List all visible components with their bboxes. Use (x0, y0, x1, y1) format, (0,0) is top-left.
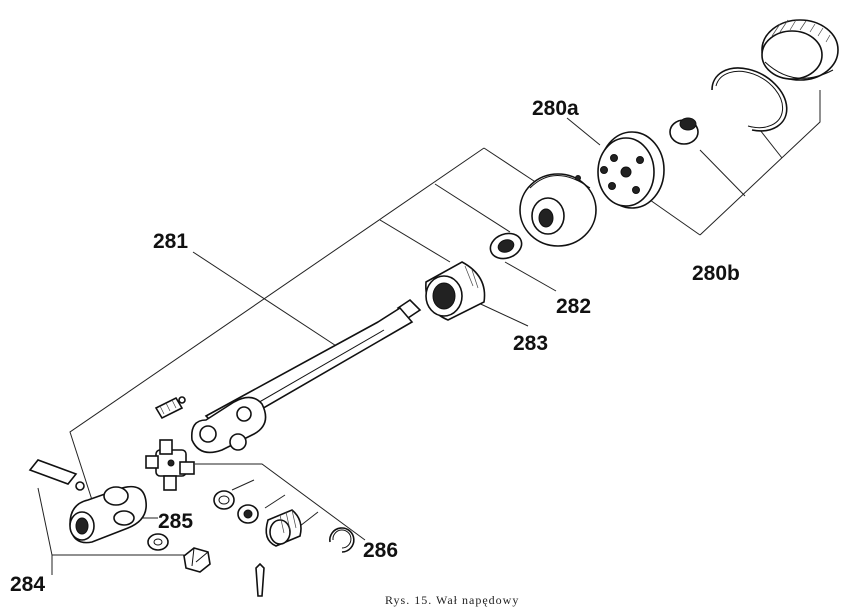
yoke-285 (69, 485, 147, 544)
snap-ring (711, 67, 788, 132)
leader-281-to-flange (483, 147, 541, 186)
main-shaft (190, 298, 422, 454)
leader-to-282 (434, 183, 511, 233)
label-285: 285 (158, 510, 193, 533)
leader-280b-b (699, 149, 746, 197)
part-labels: 280a 280b 281 282 283 284 285 286 (10, 97, 740, 596)
leader-286-c (264, 494, 286, 509)
bearing-set-286 (213, 490, 355, 553)
figure-caption: Rys. 15. Wał napędowy (385, 593, 519, 607)
leader-280b-a (699, 90, 821, 236)
leader-283 (471, 299, 529, 327)
leader-281-bracket-left (69, 147, 485, 501)
leader-286-main (195, 463, 366, 541)
leader-281-shaft (192, 251, 351, 356)
leader-282 (504, 261, 557, 292)
label-284: 284 (10, 573, 45, 596)
leader-284-a (37, 487, 53, 568)
leader-lines (37, 90, 821, 575)
leader-280a (566, 117, 601, 146)
pin-284 (28, 459, 85, 491)
washer-left (147, 533, 169, 551)
label-280a: 280a (532, 97, 579, 120)
outer-ring-cap (761, 19, 839, 81)
leader-286-b (231, 479, 255, 491)
leader-280b-c (759, 129, 783, 159)
label-283: 283 (513, 332, 548, 355)
hub-flange (519, 173, 597, 247)
sleeve-283 (425, 261, 486, 321)
small-bushing (669, 117, 699, 145)
cotter-pin (255, 562, 265, 597)
hex-nut (183, 547, 211, 573)
grease-nipple (154, 396, 186, 420)
leader-to-283 (379, 219, 451, 263)
label-286: 286 (363, 539, 398, 562)
flange-disc (597, 131, 665, 209)
label-281: 281 (153, 230, 188, 253)
label-282: 282 (556, 295, 591, 318)
leader-286-d (299, 511, 319, 527)
leader-280b-d (649, 199, 701, 236)
ring-282 (489, 232, 523, 260)
label-280b: 280b (692, 262, 740, 285)
universal-joint-cross (145, 439, 195, 491)
